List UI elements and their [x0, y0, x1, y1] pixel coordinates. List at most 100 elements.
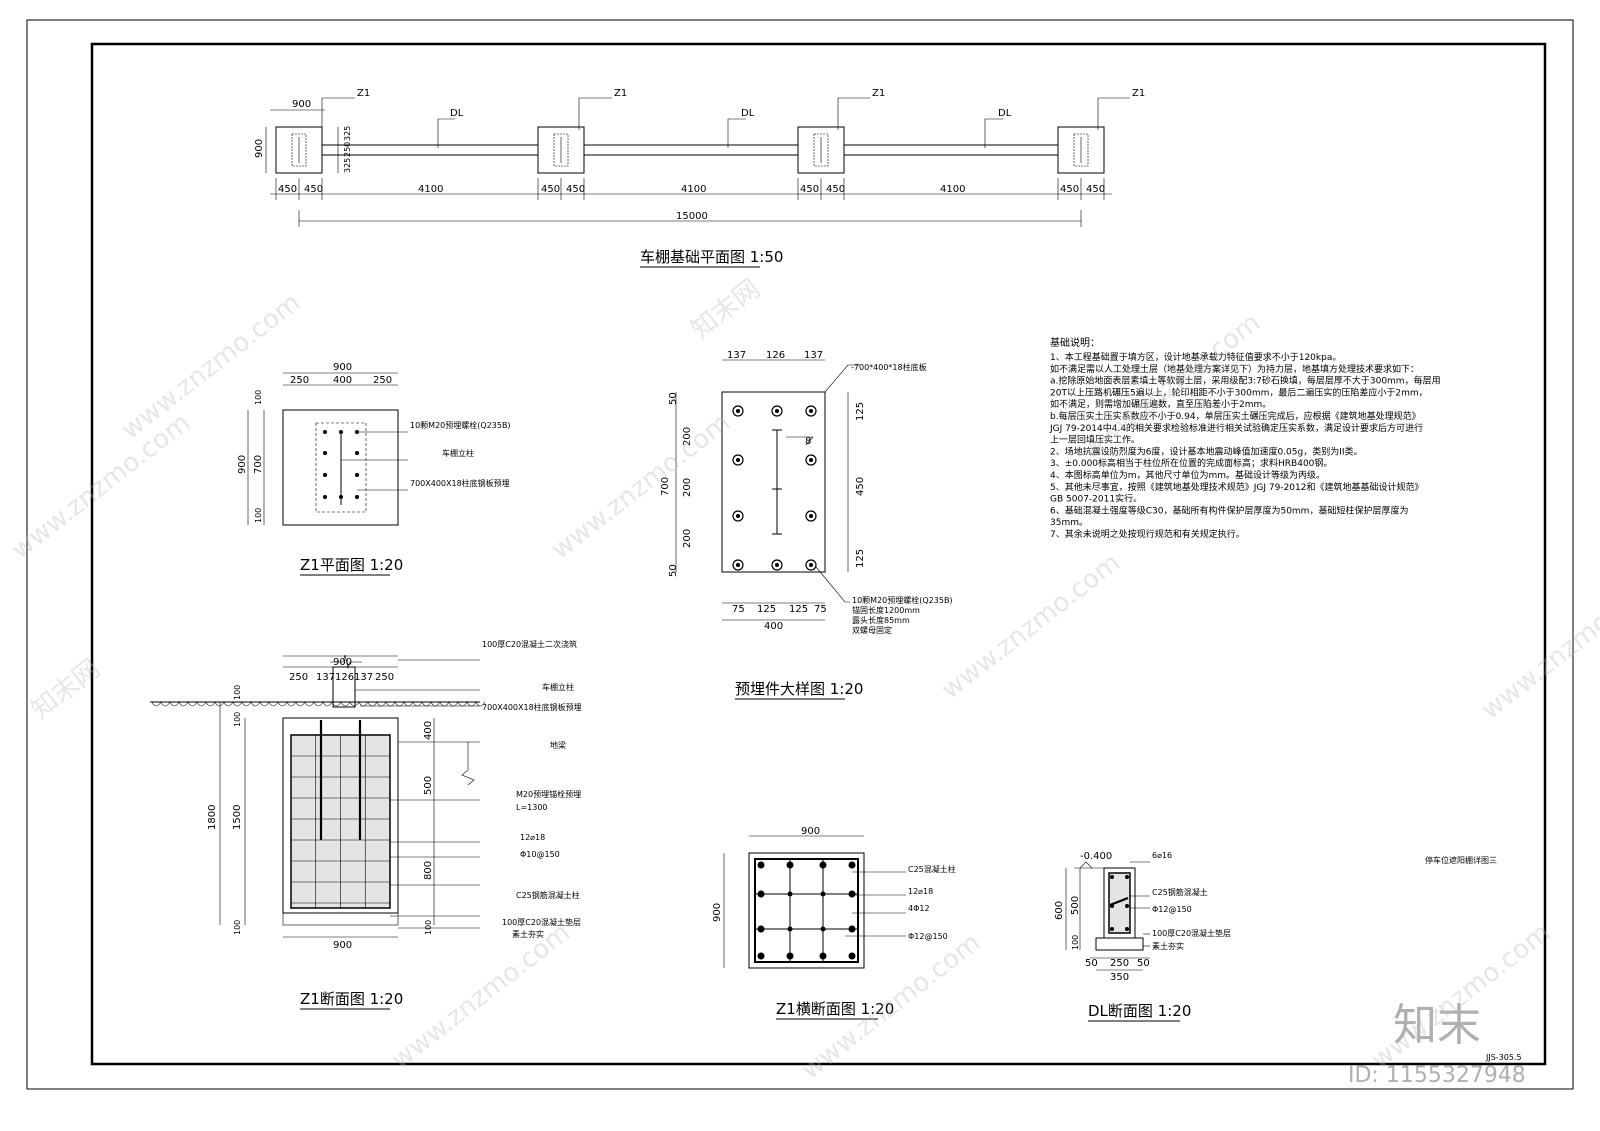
ground-mark: [187, 701, 198, 707]
z1-plan-title: Z1平面图 1:20: [300, 556, 403, 574]
notes-line: 6、基础混凝土强度等级C30，基础所有构件保护层厚度为50mm，基础短柱保护层厚…: [1050, 504, 1408, 516]
bolt-core-icon: [736, 563, 740, 567]
embed-dim-left-2: 200: [682, 427, 693, 446]
z1-sec-dim-left-outer-2: 1800: [207, 805, 218, 830]
rebar-dot: [786, 952, 794, 960]
embed-plate-label: -700*400*18柱底板: [851, 362, 927, 372]
rebar-dot: [757, 861, 765, 869]
notes-line: 20T以上压路机碾压5遍以上，轮印相距不小于300mm，最后二遍压实的压陷差应小…: [1050, 386, 1428, 398]
ground-mark: [340, 701, 351, 707]
z1-cross-title: Z1横断面图 1:20: [776, 1000, 894, 1018]
z1-sec-callout-6: L=1300: [516, 803, 548, 812]
notes-line: 1、本工程基础置于填方区，设计地基承载力特征值要求不小于120kpa。: [1050, 351, 1341, 363]
dl-elevation: -0.400: [1080, 851, 1112, 862]
z1-plan-dim-width: 900: [333, 362, 352, 373]
dl-dim-bottom-2: 250: [1110, 958, 1129, 969]
bolt-core-icon: [809, 409, 813, 413]
plan-dim-325-top: 325: [343, 126, 352, 141]
rebar-dot: [820, 891, 826, 897]
ground-mark: [403, 701, 414, 707]
z1-sec-callout-4: 地梁: [550, 740, 566, 750]
plan-leaders: [321, 97, 1130, 148]
bolt-icon: [771, 559, 783, 571]
z1-plan-dim-top-3: 250: [373, 375, 392, 386]
z1-sec-callout-10: 100厚C20混凝土垫层: [502, 917, 581, 927]
rebar-dot: [848, 890, 856, 898]
dl-dim-left-2: 100: [1071, 935, 1080, 950]
ground-mark: [322, 701, 333, 707]
bolt-icon: [732, 405, 744, 417]
ground-mark: [295, 701, 306, 707]
plan-columns: [275, 126, 1105, 174]
ground-mark: [205, 701, 216, 707]
z1-plan-view: 10颗M20预埋螺栓(Q235B) 车棚立柱 700X400X18柱底钢板预埋 …: [237, 362, 511, 576]
ground-mark: [358, 701, 369, 707]
plan-z1-label-1: Z1: [357, 88, 370, 99]
embed-dim-bottom-total: 400: [764, 621, 783, 632]
watermark-brand-1: 知末网: [26, 654, 106, 726]
embed-dim-left-3: 200: [682, 478, 693, 497]
ground-mark: [313, 701, 324, 707]
z1-sec-dim-top-1: 250: [289, 672, 308, 683]
ground-mark: [178, 701, 189, 707]
plan-dl-label-3: DL: [998, 108, 1012, 119]
z1-cross-callout-4: Φ12@150: [908, 932, 948, 941]
z1-cross-callout-3: 4Φ12: [908, 904, 930, 913]
bolt-icon: [732, 559, 744, 571]
bolt-icon: [732, 454, 744, 466]
notes-line: 上一层回填压实工作。: [1050, 434, 1140, 446]
ground-mark: [160, 701, 171, 707]
notes-line: 4、本图标高单位为m，其他尺寸单位为mm。基础设计等级为丙级。: [1050, 469, 1325, 481]
rebar-dot: [820, 926, 826, 932]
ground-mark: [169, 701, 180, 707]
dl-callout-3: Φ12@150: [1152, 905, 1192, 914]
ground-mark: [214, 701, 225, 707]
foundation-notes: 基础说明： 1、本工程基础置于填方区，设计地基承载力特征值要求不小于120kpa…: [1049, 336, 1441, 540]
plan-dim-450-2: 450: [304, 184, 323, 195]
embed-bolt-note-2: 锚固长度1200mm: [852, 605, 920, 615]
z1-sec-dim-right-2: 500: [423, 776, 434, 795]
z1-sec-callout-3: 700X400X18柱底钢板预埋: [482, 702, 582, 712]
embed-dim-bottom-1: 75: [732, 604, 745, 615]
bolt-icon: [805, 510, 817, 522]
plan-title: 车棚基础平面图 1:50: [640, 248, 783, 266]
z1-sec-callout-7: 12⌀18: [520, 833, 545, 842]
ground-mark: [304, 701, 315, 707]
dl-callout-2: C25钢筋混凝土: [1152, 887, 1208, 897]
plan-dim-ticks: [275, 178, 1105, 200]
plan-dim-4100-1: 4100: [418, 184, 443, 195]
watermark-brand-2: 知末网: [686, 274, 766, 346]
z1-sec-dim-top-2: 137: [316, 672, 335, 683]
plan-dim-250: 250: [343, 142, 352, 157]
notes-line: 3、±0.000标高相当于柱位所在位置的完成面标高；求料HRB400钢。: [1050, 457, 1332, 469]
z1-sec-dim-top-5: 250: [375, 672, 394, 683]
z1-sec-dim-top-3: 126: [335, 672, 354, 683]
embed-dim-right-3: 125: [855, 549, 866, 568]
rebar-dot: [757, 925, 765, 933]
watermark-site-1: www.znzmo.com: [6, 408, 196, 566]
z1-sec-callout-1: 100厚C20混凝土二次浇筑: [482, 639, 577, 649]
z1-plan-callout-1: 10颗M20预埋螺栓(Q235B): [410, 420, 511, 430]
dl-callout-4: 100厚C20混凝土垫层: [1152, 928, 1231, 938]
plan-dim-450-6: 450: [826, 184, 845, 195]
watermark-site-3: www.znzmo.com: [546, 408, 736, 566]
embed-dim-bottom-3: 125: [789, 604, 808, 615]
z1-plan-dim-side-2: 700: [253, 455, 264, 474]
plan-dim-total: 15000: [676, 211, 708, 222]
ground-mark: [223, 701, 234, 707]
embed-bolts: [732, 405, 817, 571]
embed-dim-bottom-2: 125: [757, 604, 776, 615]
z1-sec-callout-5: M20预埋锚栓预埋: [516, 789, 581, 799]
ground-mark: [277, 701, 288, 707]
rebar-dot: [848, 925, 856, 933]
z1-plan-dim-top-2: 400: [333, 375, 352, 386]
z1-cross-section: 900 900 C25混凝土柱 12⌀18 4Φ12 Φ12@150 Z1横断面…: [712, 826, 956, 1020]
ground-mark: [376, 701, 387, 707]
embed-dim-top-3: 137: [804, 350, 823, 361]
bolt-core-icon: [809, 514, 813, 518]
ground-mark: [430, 701, 441, 707]
z1-sec-dim-left-outer-1: 100: [233, 685, 242, 700]
plan-dim-450-7: 450: [1060, 184, 1079, 195]
z1-sec-callout-2: 车棚立柱: [542, 682, 574, 692]
